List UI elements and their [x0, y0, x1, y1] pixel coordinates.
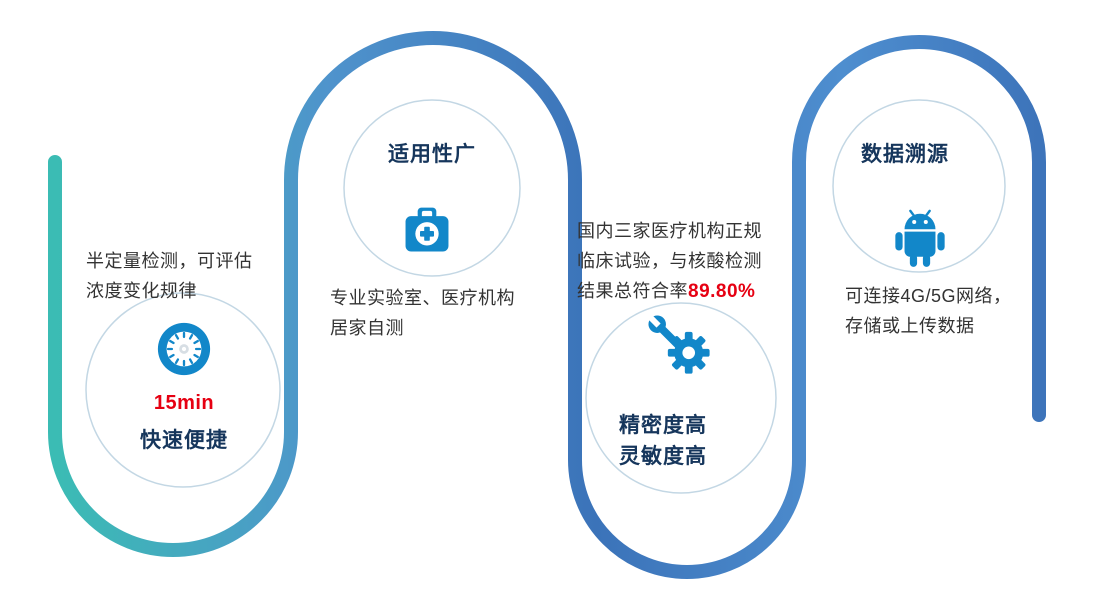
section4-description: 可连接4G/5G网络， 存储或上传数据 [845, 281, 1012, 341]
section3-title-line1: 精密度高 [619, 414, 707, 437]
android-icon [891, 204, 949, 268]
serpentine-path [48, 31, 1046, 579]
section4-description-line2: 存储或上传数据 [845, 316, 975, 336]
gear-wrench-icon [645, 312, 713, 380]
ring-section-3 [585, 302, 777, 494]
section4-title: 数据溯源 [861, 143, 949, 166]
ring-section-4 [832, 99, 1006, 273]
section3-highlight-percentage: 89.80% [688, 281, 756, 302]
section2-title: 适用性广 [388, 143, 476, 166]
section1-description: 半定量检测，可评估 浓度变化规律 [86, 246, 253, 306]
section2-description-line1: 专业实验室、医疗机构 [330, 288, 515, 308]
section3-title-line2: 灵敏度高 [619, 445, 707, 468]
section3-description-line3: 结果总符合率89.80% [577, 276, 762, 307]
section3-description-line1: 国内三家医疗机构正规 [577, 221, 762, 241]
section1-description-line2: 浓度变化规律 [86, 281, 197, 301]
section3-description: 国内三家医疗机构正规 临床试验，与核酸检测 结果总符合率89.80% [577, 216, 762, 307]
section2-description: 专业实验室、医疗机构 居家自测 [330, 283, 515, 343]
ring-section-1 [85, 292, 281, 488]
medical-kit-icon [399, 203, 455, 259]
section2-description-line2: 居家自测 [330, 318, 404, 338]
section1-highlight-15min: 15min [153, 392, 215, 414]
clock-icon [155, 320, 213, 378]
section1-title: 快速便捷 [140, 429, 228, 452]
section1-description-line1: 半定量检测，可评估 [86, 251, 253, 271]
ring-section-2 [343, 99, 521, 277]
section4-description-line1: 可连接4G/5G网络， [845, 286, 1012, 306]
section3-description-prefix: 结果总符合率 [577, 281, 688, 301]
section3-title: 精密度高 灵敏度高 [578, 410, 748, 472]
section3-description-line2: 临床试验，与核酸检测 [577, 251, 762, 271]
